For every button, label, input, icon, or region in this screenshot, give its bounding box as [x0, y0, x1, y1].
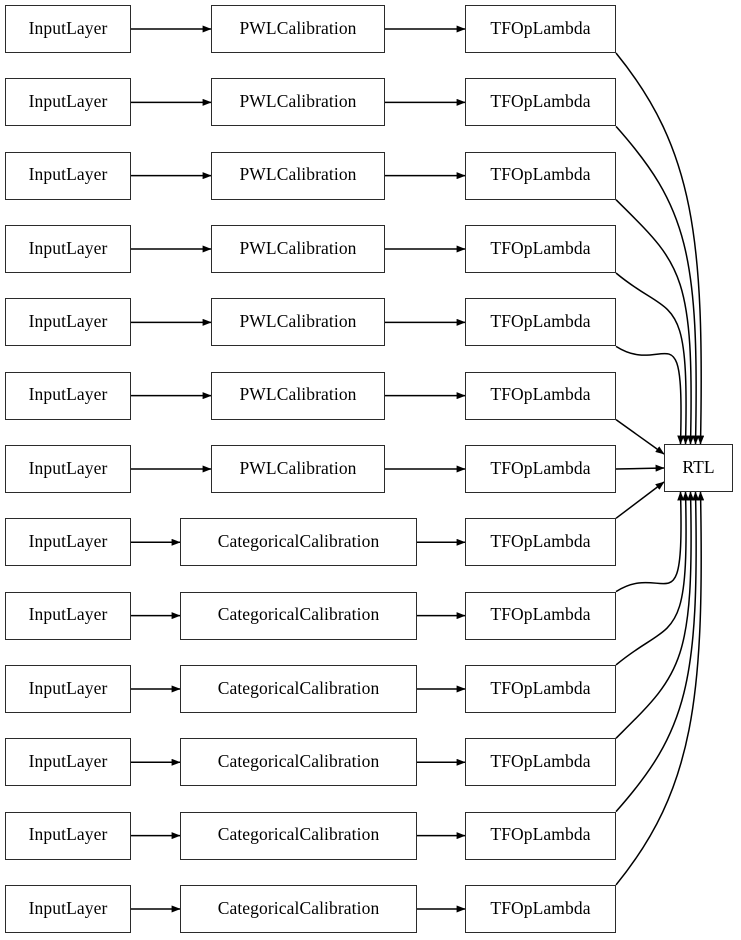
node-lambda-label-6: TFOpLambda: [490, 457, 591, 478]
node-input-layer-label-7: InputLayer: [28, 531, 108, 552]
node-calibration-label-12: CategoricalCalibration: [217, 897, 380, 918]
node-rtl-label: RTL: [682, 456, 715, 477]
node-lambda-8[interactable]: TFOpLambda: [465, 591, 616, 640]
node-lambda-12[interactable]: TFOpLambda: [465, 884, 616, 933]
node-calibration-4[interactable]: PWLCalibration: [211, 298, 385, 347]
node-lambda-label-4: TFOpLambda: [490, 311, 591, 332]
node-calibration-8[interactable]: CategoricalCalibration: [180, 591, 417, 640]
node-lambda-label-8: TFOpLambda: [490, 604, 591, 625]
node-calibration-5[interactable]: PWLCalibration: [211, 371, 385, 420]
node-calibration-6[interactable]: PWLCalibration: [211, 444, 385, 493]
node-calibration-2[interactable]: PWLCalibration: [211, 151, 385, 200]
node-lambda-11[interactable]: TFOpLambda: [465, 811, 616, 860]
node-calibration-11[interactable]: CategoricalCalibration: [180, 811, 417, 860]
node-input-layer-label-3: InputLayer: [28, 237, 108, 258]
node-lambda-1[interactable]: TFOpLambda: [465, 78, 616, 127]
node-lambda-label-7: TFOpLambda: [490, 531, 591, 552]
node-input-layer-3[interactable]: InputLayer: [5, 224, 131, 273]
node-input-layer-label-10: InputLayer: [28, 751, 108, 772]
node-input-layer-11[interactable]: InputLayer: [5, 811, 131, 860]
node-calibration-12[interactable]: CategoricalCalibration: [180, 884, 417, 933]
node-input-layer-label-8: InputLayer: [28, 604, 108, 625]
node-input-layer-9[interactable]: InputLayer: [5, 664, 131, 713]
node-lambda-label-2: TFOpLambda: [490, 164, 591, 185]
node-input-layer-label-6: InputLayer: [28, 457, 108, 478]
edge-lambda-to-rtl-12: [615, 491, 705, 886]
node-calibration-label-0: PWLCalibration: [239, 17, 357, 38]
node-calibration-10[interactable]: CategoricalCalibration: [180, 738, 417, 787]
node-calibration-1[interactable]: PWLCalibration: [211, 78, 385, 127]
node-lambda-label-11: TFOpLambda: [490, 824, 591, 845]
node-calibration-label-10: CategoricalCalibration: [217, 751, 380, 772]
node-lambda-label-9: TFOpLambda: [490, 677, 591, 698]
node-input-layer-label-0: InputLayer: [28, 17, 108, 38]
node-lambda-2[interactable]: TFOpLambda: [465, 151, 616, 200]
node-calibration-label-4: PWLCalibration: [239, 311, 357, 332]
node-calibration-7[interactable]: CategoricalCalibration: [180, 518, 417, 567]
node-lambda-10[interactable]: TFOpLambda: [465, 738, 616, 787]
node-input-layer-label-12: InputLayer: [28, 897, 108, 918]
edge-lambda-to-rtl-7: [615, 481, 665, 519]
edge-lambda-to-rtl-2: [615, 199, 695, 445]
edge-lambda-to-rtl-4: [615, 345, 685, 445]
edge-lambda-to-rtl-9: [615, 491, 690, 666]
node-calibration-label-5: PWLCalibration: [239, 384, 357, 405]
node-lambda-9[interactable]: TFOpLambda: [465, 664, 616, 713]
node-rtl[interactable]: RTL: [664, 444, 733, 492]
node-calibration-label-9: CategoricalCalibration: [217, 677, 380, 698]
node-input-layer-label-2: InputLayer: [28, 164, 108, 185]
node-lambda-label-1: TFOpLambda: [490, 91, 591, 112]
node-calibration-label-7: CategoricalCalibration: [217, 531, 380, 552]
node-input-layer-label-4: InputLayer: [28, 311, 108, 332]
edge-lambda-to-rtl-3: [615, 272, 690, 445]
node-lambda-5[interactable]: TFOpLambda: [465, 371, 616, 420]
edge-lambda-to-rtl-1: [615, 125, 700, 445]
node-lambda-label-3: TFOpLambda: [490, 237, 591, 258]
node-calibration-label-3: PWLCalibration: [239, 237, 357, 258]
edge-lambda-to-rtl-10: [615, 491, 695, 739]
node-calibration-9[interactable]: CategoricalCalibration: [180, 664, 417, 713]
node-input-layer-2[interactable]: InputLayer: [5, 151, 131, 200]
node-calibration-3[interactable]: PWLCalibration: [211, 224, 385, 273]
node-input-layer-label-5: InputLayer: [28, 384, 108, 405]
node-lambda-6[interactable]: TFOpLambda: [465, 444, 616, 493]
node-calibration-0[interactable]: PWLCalibration: [211, 5, 385, 53]
node-input-layer-4[interactable]: InputLayer: [5, 298, 131, 347]
node-input-layer-7[interactable]: InputLayer: [5, 518, 131, 567]
node-input-layer-label-11: InputLayer: [28, 824, 108, 845]
node-lambda-label-0: TFOpLambda: [490, 17, 591, 38]
node-calibration-label-8: CategoricalCalibration: [217, 604, 380, 625]
node-input-layer-6[interactable]: InputLayer: [5, 444, 131, 493]
node-calibration-label-2: PWLCalibration: [239, 164, 357, 185]
edge-lambda-to-rtl-6: [615, 464, 665, 472]
edge-lambda-to-rtl-0: [615, 52, 705, 445]
node-lambda-7[interactable]: TFOpLambda: [465, 518, 616, 567]
node-calibration-label-1: PWLCalibration: [239, 91, 357, 112]
node-input-layer-label-1: InputLayer: [28, 91, 108, 112]
node-calibration-label-6: PWLCalibration: [239, 457, 357, 478]
node-lambda-4[interactable]: TFOpLambda: [465, 298, 616, 347]
node-lambda-3[interactable]: TFOpLambda: [465, 224, 616, 273]
node-lambda-label-12: TFOpLambda: [490, 897, 591, 918]
node-input-layer-10[interactable]: InputLayer: [5, 738, 131, 787]
node-input-layer-5[interactable]: InputLayer: [5, 371, 131, 420]
node-input-layer-0[interactable]: InputLayer: [5, 5, 131, 53]
node-input-layer-label-9: InputLayer: [28, 677, 108, 698]
edge-lambda-to-rtl-11: [615, 491, 700, 813]
node-lambda-label-5: TFOpLambda: [490, 384, 591, 405]
node-input-layer-8[interactable]: InputLayer: [5, 591, 131, 640]
node-calibration-label-11: CategoricalCalibration: [217, 824, 380, 845]
node-lambda-label-10: TFOpLambda: [490, 751, 591, 772]
edge-lambda-to-rtl-8: [615, 491, 685, 593]
node-input-layer-12[interactable]: InputLayer: [5, 884, 131, 933]
node-lambda-0[interactable]: TFOpLambda: [465, 5, 616, 53]
edge-lambda-to-rtl-5: [615, 419, 665, 455]
node-input-layer-1[interactable]: InputLayer: [5, 78, 131, 127]
